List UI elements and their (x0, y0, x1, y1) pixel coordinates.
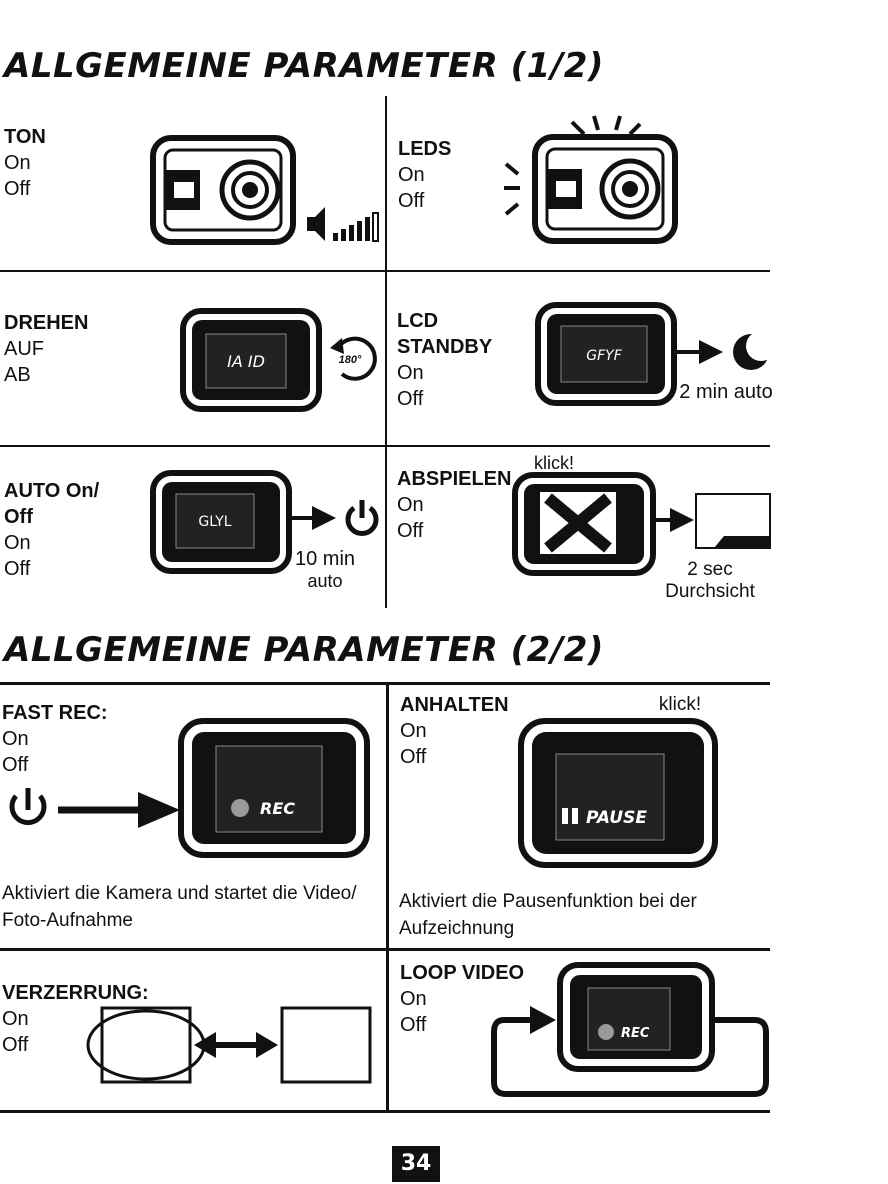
abspielen-caption: 2 sec Durchsicht (660, 559, 760, 603)
ton-option-off: Off (4, 178, 31, 200)
auto-option-on: On (4, 532, 31, 554)
ton-title: TON (4, 126, 46, 148)
auto-title-line2: Off (4, 506, 33, 528)
rotate-label: 180° (339, 354, 362, 366)
rec-dot-icon (598, 1024, 614, 1040)
lcd-screen-text: GFYF (586, 348, 622, 364)
verzerrung-panel: VERZERRUNG: On Off (2, 980, 149, 1058)
leds-panel: LEDS On Off (398, 136, 451, 214)
lcd-caption: 2 min auto (679, 381, 773, 403)
lcd-option-on: On (397, 362, 424, 384)
auto-caption-line1: 10 min (294, 548, 356, 570)
loop-screen-text: REC (621, 1026, 650, 1041)
section-2-title: ALLGEMEINE PARAMETER (2/2) (4, 630, 604, 670)
leds-title: LEDS (398, 138, 452, 160)
anhalten-click-label: klick! (658, 694, 702, 715)
section-2-divider-vertical (386, 684, 389, 1112)
distortion-illustration (100, 1006, 372, 1084)
loop-panel: LOOP VIDEO On Off (400, 960, 524, 1038)
verzerrung-title: VERZERRUNG: (2, 982, 149, 1004)
volume-bars-icon (333, 212, 379, 242)
drehen-camera-illustration: IA ID (180, 308, 322, 412)
anhalten-camera-illustration: PAUSE (518, 718, 718, 868)
lcd-title-line1: LCD (397, 310, 439, 332)
auto-screen-text: GLYL (198, 514, 231, 530)
loop-illustration: REC (491, 962, 769, 1097)
fastrec-desc-line2: Foto-Aufnahme (2, 910, 133, 931)
rec-dot-icon (231, 799, 249, 817)
page-number: 34 (392, 1146, 440, 1182)
divider-row-2 (0, 445, 770, 447)
anhalten-panel: ANHALTEN On Off (400, 692, 509, 770)
fastrec-panel: FAST REC: On Off (2, 700, 108, 778)
led-rays-icon (504, 115, 678, 244)
leds-option-off: Off (398, 190, 425, 212)
anhalten-option-off: Off (400, 746, 427, 768)
moon-icon (733, 331, 776, 370)
anhalten-title: ANHALTEN (400, 694, 509, 716)
verzerrung-option-on: On (2, 1008, 29, 1030)
lcd-panel: LCD STANDBY On Off (397, 308, 492, 412)
anhalten-desc-line2: Aufzeichnung (399, 918, 515, 939)
loop-title: LOOP VIDEO (400, 962, 525, 984)
abspielen-arrow-preview (654, 493, 771, 549)
auto-camera-illustration: GLYL (150, 470, 292, 574)
fastrec-camera-illustration: REC (178, 718, 370, 858)
fastrec-description: Aktiviert die Kamera und startet die Vid… (2, 880, 357, 934)
auto-option-off: Off (4, 558, 31, 580)
auto-panel: AUTO On/ Off On Off (4, 478, 99, 582)
anhalten-description: Aktiviert die Pausenfunktion bei der Auf… (399, 888, 697, 942)
pause-icon (562, 808, 578, 824)
section-2-top-rule (0, 682, 770, 685)
abspielen-click-label: klick! (534, 453, 574, 473)
fastrec-desc-line1: Aktiviert die Kamera und startet die Vid… (2, 883, 357, 904)
ton-panel: TON On Off (4, 124, 46, 202)
power-icon (9, 788, 47, 826)
power-icon (292, 500, 379, 536)
abspielen-camera-illustration (512, 472, 656, 576)
ton-camera-illustration (150, 135, 296, 245)
section-2-middle-rule (0, 948, 770, 951)
fastrec-title: FAST REC: (2, 702, 108, 724)
abspielen-option-off: Off (397, 520, 424, 542)
loop-option-on: On (400, 988, 427, 1010)
abspielen-caption-line2: Durchsicht (665, 581, 755, 602)
drehen-panel: DREHEN AUF AB (4, 310, 88, 388)
ton-option-on: On (4, 152, 31, 174)
section-2-bottom-rule (0, 1110, 770, 1113)
drehen-screen-text: IA ID (227, 352, 265, 371)
verzerrung-option-off: Off (2, 1034, 29, 1056)
fastrec-option-on: On (2, 728, 29, 750)
fastrec-option-off: Off (2, 754, 29, 776)
double-arrow-icon (194, 1032, 278, 1058)
fastrec-screen-text: REC (260, 799, 295, 818)
lcd-title-line2: STANDBY (397, 336, 493, 358)
abspielen-panel: ABSPIELEN On Off (397, 466, 511, 544)
drehen-option-ab: AB (4, 364, 31, 386)
anhalten-option-on: On (400, 720, 427, 742)
arrow-icon (677, 331, 776, 370)
anhalten-desc-line1: Aktiviert die Pausenfunktion bei der (399, 891, 697, 912)
rotate-icon: 180° (330, 336, 377, 381)
speaker-icon (307, 207, 379, 242)
leds-option-on: On (398, 164, 425, 186)
fastrec-power-arrow (9, 788, 180, 828)
drehen-option-auf: AUF (4, 338, 44, 360)
abspielen-title: ABSPIELEN (397, 468, 512, 490)
auto-title-line1: AUTO On/ (4, 480, 100, 502)
lcd-option-off: Off (397, 388, 424, 410)
section-1-divider-vertical (385, 96, 387, 608)
lcd-camera-illustration: GFYF (535, 302, 677, 406)
abspielen-caption-line1: 2 sec (687, 559, 733, 580)
abspielen-option-on: On (397, 494, 424, 516)
anhalten-screen-text: PAUSE (586, 808, 647, 828)
auto-caption-line2: auto (307, 571, 343, 591)
divider-row-1 (0, 270, 770, 272)
section-1-title: ALLGEMEINE PARAMETER (1/2) (4, 46, 604, 86)
auto-caption: 10 min auto (288, 548, 362, 592)
drehen-title: DREHEN (4, 312, 89, 334)
loop-option-off: Off (400, 1014, 427, 1036)
